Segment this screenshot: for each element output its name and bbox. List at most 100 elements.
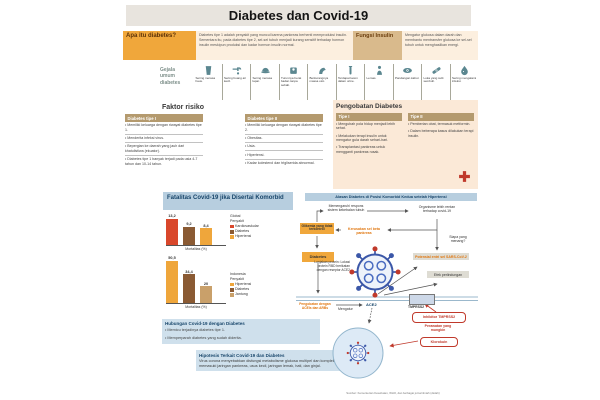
- list-item: Memiliki keluarga dengan riwayat diabete…: [245, 122, 323, 135]
- list-item: Obesitas.: [245, 135, 323, 144]
- scale-icon: [290, 67, 297, 74]
- relation-box: Hubungan Covid-19 dengan Diabetes Memicu…: [162, 319, 320, 345]
- germ-icon: [461, 65, 468, 76]
- faucet-icon: [232, 67, 242, 75]
- legend-entry: Jantung: [230, 292, 272, 297]
- hypothesis-text: Virus corona menyebabkan disfungsi metab…: [199, 358, 351, 368]
- person-icon: [376, 65, 382, 75]
- bar-column: 13,2: [166, 214, 178, 245]
- risk-type1-column: Diabetes tipe I Memiliki keluarga dengan…: [125, 114, 203, 168]
- chart-indonesia: 50,5 34,4 20 Mortalitas (%): [166, 254, 226, 309]
- diabetes-covid-poster: Diabetes dan Covid-19 Apa itu diabetes? …: [120, 0, 480, 400]
- legend-entry: Kardiovaskular: [230, 224, 272, 229]
- risk-type2-header: Diabetes tipe II: [245, 114, 323, 122]
- list-item: Memperparah diabetes yang sudah diderita…: [165, 335, 317, 343]
- list-item: Dalam beberapa kasus dilakukan terapi in…: [408, 128, 474, 140]
- symptom-item: Terdapat keton dalam urine.: [335, 64, 365, 100]
- bar-hipertensi: [200, 228, 212, 245]
- flow-node-who-wins: Siapa yang menang?: [449, 235, 467, 244]
- bar-diabetes: [183, 226, 195, 245]
- risk-factors-title: Faktor risiko: [162, 104, 205, 111]
- insulin-function-text: Mengatur glukosa dalam darah dan membant…: [402, 31, 478, 60]
- bar-diabetes: [183, 274, 195, 303]
- flow-node-tmprss2-inhibitor: Inhibitor TMPRSS2: [412, 312, 466, 323]
- fatality-header: Fatalitas Covid-19 jika Disertai Komorbi…: [163, 192, 293, 210]
- symptom-item: Sering merasa haus.: [194, 64, 222, 100]
- symptoms-label: Gejala umum diabetes: [160, 67, 181, 86]
- list-item: Diabetes tipe 1 banyak terjadi pada usia…: [125, 156, 203, 168]
- page-title: Diabetes dan Covid-19: [126, 5, 471, 26]
- list-item: Usia.: [245, 143, 323, 152]
- muscle-icon: [318, 67, 326, 75]
- list-item: Hipertensi.: [245, 151, 323, 160]
- red-cross-icon: [459, 171, 470, 182]
- symptom-item: Lemas.: [364, 64, 393, 100]
- flow-node-spike-protein: Lonjakan protein: Lokasi protein RBD ber…: [314, 260, 350, 272]
- flow-node-acei-arb-treatment: Pengobatan dengan ACEIs dan ARBs: [299, 302, 331, 310]
- treatment-title: Pengobatan Diabetes: [336, 103, 403, 110]
- flow-node-organism: Organisme lebih rentan terhadap covid-19: [418, 205, 456, 214]
- list-item: Melakukan terapi insulin untuk mengatur …: [336, 132, 402, 144]
- flow-node-chloroquine: Klorokuin: [420, 337, 458, 347]
- flow-label-tmprss2: TMPRSS2: [408, 305, 425, 309]
- legend-entry: Diabetes: [230, 229, 272, 234]
- flow-node-diabetes: Diabetes: [302, 252, 334, 262]
- list-item: Transplantasi pankreas untuk mengganti p…: [336, 144, 402, 156]
- legend-entry: Hipertensi: [230, 282, 272, 287]
- flow-node-cell-entry: Potensial entri sel SARS-CoV-2: [413, 253, 469, 261]
- list-item: Memicu terjadinya diabetes tipe 1.: [165, 327, 317, 335]
- symptom-item: Berkurangnya massa otot.: [307, 64, 336, 100]
- risk-type1-list: Memiliki keluarga dengan riwayat diabete…: [125, 122, 203, 168]
- bar-column: 9,2: [183, 222, 195, 245]
- what-is-diabetes-text: Diabetes tipe 1 adalah penyakit yang mun…: [196, 31, 354, 60]
- coronavirus-icon: [348, 245, 402, 299]
- list-item: Mengubah pola hidup menjadi lebih sehat.: [336, 121, 402, 133]
- bandage-icon: [431, 67, 441, 74]
- symptom-item: Sering merasa lapar.: [250, 64, 279, 100]
- flow-title: Alasan Diabetes di Posisi Komorbid Kedua…: [305, 193, 477, 201]
- legend-entry: Diabetes: [230, 287, 272, 292]
- flow-label-mengatur: Mengatur: [338, 307, 353, 311]
- insulin-function-label: Fungsi Insulin: [353, 31, 405, 60]
- flow-node-immune: Memengaruhi respons sistem kekebalan tub…: [327, 204, 365, 213]
- symptom-item: Sering buang air kecil.: [221, 64, 251, 100]
- symptom-item: Sering mengalami infeksi.: [449, 64, 479, 100]
- what-is-diabetes-label: Apa itu diabetes?: [123, 31, 199, 60]
- bar-kardiovaskular: [166, 218, 178, 245]
- flow-label-possible-treatment: Perawatan yang mungkin: [424, 324, 452, 333]
- glass-icon: [205, 66, 211, 75]
- flow-node-glikemia: Glikemia yang tidak terkontrol: [300, 223, 334, 234]
- chart-global: 13,2 9,2 8,4 Mortalitas (%): [166, 211, 226, 251]
- risk-type2-column: Diabetes tipe II Memiliki keluarga denga…: [245, 114, 323, 167]
- eye-icon: [403, 67, 412, 74]
- treatment-type1-header: Tipe I: [336, 112, 402, 121]
- flow-label-ace2: ACE2: [366, 302, 377, 307]
- legend-entry: Hipertensi: [230, 234, 272, 239]
- bar-column: 8,4: [200, 224, 212, 245]
- relation-title: Hubungan Covid-19 dengan Diabetes: [165, 321, 245, 326]
- treatment-panel: Pengobatan Diabetes Tipe I Mengubah pola…: [333, 100, 478, 189]
- source-line: Sumber: Kementerian Kesehatan, WHO, dan …: [346, 391, 440, 395]
- x-axis-label: Mortalitas (%): [185, 305, 207, 309]
- list-item: Kadar kolesterol dan trigliserida abnorm…: [245, 160, 323, 167]
- symptom-item: Pandangan kabur.: [392, 64, 422, 100]
- host-cell-with-virus-icon: [332, 327, 384, 379]
- bar-column: 34,4: [183, 270, 195, 303]
- list-item: Pemberian obat, termasuk metformin.: [408, 121, 474, 128]
- plate-icon: [260, 67, 270, 74]
- flow-node-beta-cell-damage: Kerusakan sel beta pankreas: [348, 227, 380, 236]
- list-item: Bepergian ke daerah yang jauh dari khatu…: [125, 143, 203, 156]
- bar-column: 50,5: [166, 256, 178, 303]
- treatment-type1-column: Tipe I Mengubah pola hidup menjadi lebih…: [336, 112, 402, 156]
- hypothesis-box: Hipotesis Terkait Covid-19 dan Diabetes …: [196, 350, 364, 372]
- bar-hipertensi: [166, 260, 178, 303]
- list-item: Menderita infeksi virus.: [125, 135, 203, 144]
- symptom-item: Turunnya berat badan tanpa sebab.: [278, 64, 308, 100]
- bar-jantung: [200, 286, 212, 303]
- flow-node-protective-effect: Efek perlindungan: [427, 271, 469, 279]
- symptoms-row: Sering merasa haus. Sering buang air kec…: [194, 64, 478, 100]
- bar-column: 20: [200, 282, 212, 303]
- list-item: Memiliki keluarga dengan riwayat diabete…: [125, 122, 203, 135]
- legend-global: Global Penyakit Kardiovaskular Diabetes …: [230, 214, 272, 240]
